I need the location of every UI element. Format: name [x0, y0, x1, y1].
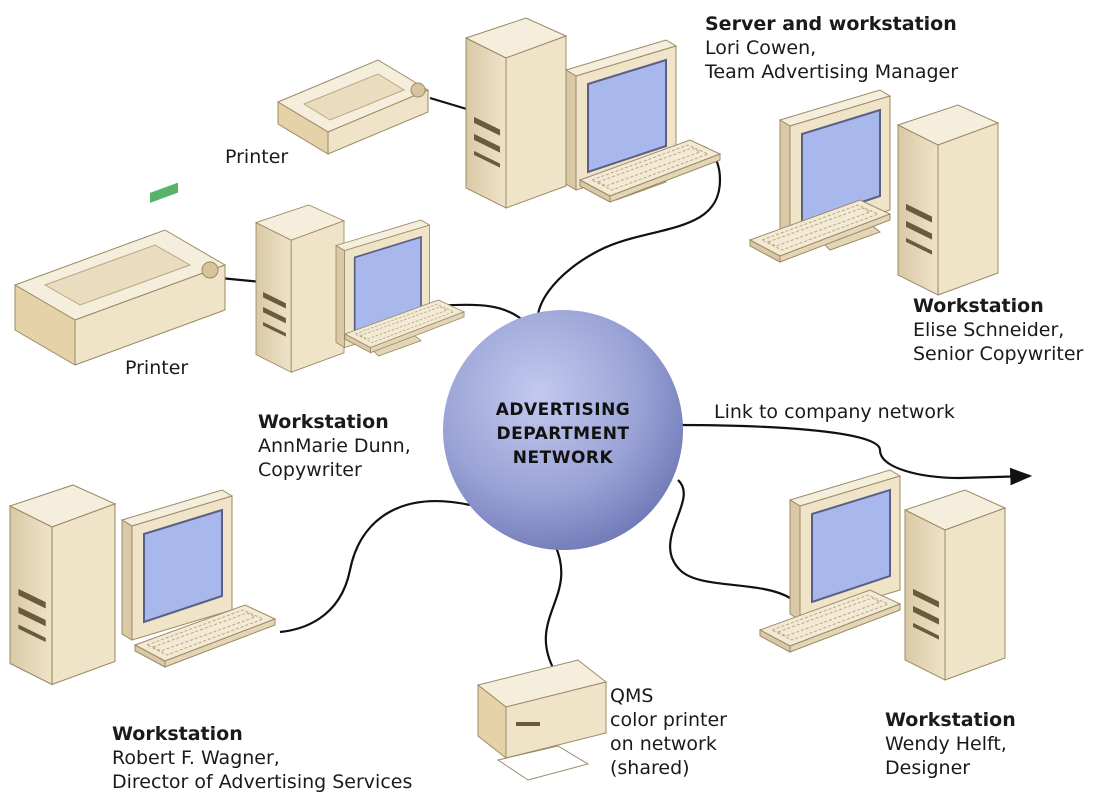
annmarie-tower	[255, 204, 345, 373]
qms-line-4: (shared)	[610, 757, 690, 779]
qms-line-1: QMS	[610, 685, 654, 707]
printer-left	[13, 182, 227, 366]
server-title: Server and workstation	[705, 13, 957, 35]
wendy-label: Workstation Wendy Helft, Designer	[885, 708, 1016, 780]
qms-line-2: color printer	[610, 709, 727, 731]
network-hub	[443, 310, 683, 550]
hub-line-3: NETWORK	[512, 448, 614, 468]
server-label: Server and workstation Lori Cowen, Team …	[705, 12, 958, 84]
elise-title: Workstation	[913, 295, 1044, 317]
printer-top-label: Printer	[225, 146, 289, 168]
robert-sub2: Director of Advertising Services	[112, 771, 413, 793]
robert-label: Workstation Robert F. Wagner, Director o…	[112, 722, 412, 794]
qms-line-3: on network	[610, 733, 717, 755]
robert-title: Workstation	[112, 723, 243, 745]
printer-qms	[476, 659, 608, 781]
wendy-sub1: Wendy Helft,	[885, 733, 1007, 755]
cable-wendy	[669, 479, 791, 599]
link-arrow	[677, 423, 1033, 486]
hub-line-2: DEPARTMENT	[496, 424, 630, 444]
server-sub1: Lori Cowen,	[705, 37, 817, 59]
elise-tower	[897, 104, 999, 296]
link-label: Link to company network	[714, 401, 955, 423]
robert-tower	[9, 484, 116, 686]
elise-sub1: Elise Schneider,	[913, 319, 1065, 341]
elise-sub2: Senior Copywriter	[913, 343, 1084, 365]
printer-top	[276, 59, 430, 155]
qms-label: QMS color printer on network (shared)	[610, 684, 727, 780]
annmarie-sub1: AnnMarie Dunn,	[258, 435, 411, 457]
hub-line-1: ADVERTISING	[495, 400, 631, 420]
annmarie-title: Workstation	[258, 411, 389, 433]
hub-label: ADVERTISING DEPARTMENT NETWORK	[445, 398, 681, 470]
cable-left-printer	[219, 276, 263, 284]
server-sub2: Team Advertising Manager	[705, 61, 959, 83]
wendy-tower	[904, 489, 1006, 681]
wendy-title: Workstation	[885, 709, 1016, 731]
elise-label: Workstation Elise Schneider, Senior Copy…	[913, 294, 1083, 366]
cable-qms	[544, 544, 563, 681]
server-tower	[465, 17, 567, 209]
printer-left-label: Printer	[125, 357, 189, 379]
annmarie-label: Workstation AnnMarie Dunn, Copywriter	[258, 410, 411, 482]
annmarie-sub2: Copywriter	[258, 459, 362, 481]
robert-sub1: Robert F. Wagner,	[112, 747, 280, 769]
cable-top-printer	[429, 96, 471, 112]
wendy-sub2: Designer	[885, 757, 971, 779]
cable-robert	[279, 500, 471, 634]
